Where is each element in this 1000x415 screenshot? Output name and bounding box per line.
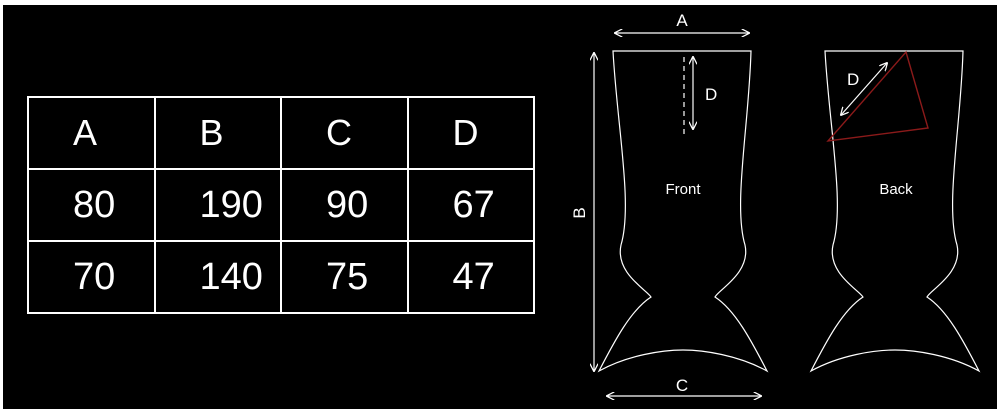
dimension-d-front-label: D bbox=[705, 85, 717, 104]
front-tail-outline bbox=[597, 50, 769, 373]
table-cell: 67 bbox=[406, 168, 535, 242]
dimension-b-label: B bbox=[570, 207, 589, 218]
table-header-row: A B C D bbox=[27, 96, 535, 170]
table-cell: 140 bbox=[153, 240, 282, 314]
table-header-cell: B bbox=[153, 96, 282, 170]
table-cell: 70 bbox=[27, 240, 156, 314]
table-cell: 75 bbox=[280, 240, 409, 314]
back-label: Back bbox=[879, 181, 913, 198]
front-piece: A B C D Front bbox=[570, 11, 769, 396]
table-header-cell: D bbox=[406, 96, 535, 170]
size-chart-canvas: A B C D 80 190 90 67 70 140 75 47 bbox=[3, 5, 997, 409]
back-opening-triangle bbox=[826, 50, 929, 142]
table-row: 70 140 75 47 bbox=[27, 240, 535, 314]
table-cell: 190 bbox=[153, 168, 282, 242]
dimension-d-back-label: D bbox=[847, 70, 859, 89]
size-table: A B C D 80 190 90 67 70 140 75 47 bbox=[27, 96, 535, 314]
front-label: Front bbox=[665, 181, 701, 198]
table-row: 80 190 90 67 bbox=[27, 168, 535, 242]
table-header-cell: C bbox=[280, 96, 409, 170]
table-cell: 80 bbox=[27, 168, 156, 242]
dimension-d-back-line bbox=[841, 63, 887, 115]
dimension-c-label: C bbox=[676, 376, 688, 395]
dimension-a-label: A bbox=[676, 11, 688, 30]
table-header-cell: A bbox=[27, 96, 156, 170]
back-piece: D Back bbox=[809, 50, 981, 373]
table-cell: 90 bbox=[280, 168, 409, 242]
table-cell: 47 bbox=[406, 240, 535, 314]
mermaid-tail-diagram: A B C D Front D Back bbox=[570, 11, 981, 409]
back-tail-outline bbox=[809, 50, 981, 373]
